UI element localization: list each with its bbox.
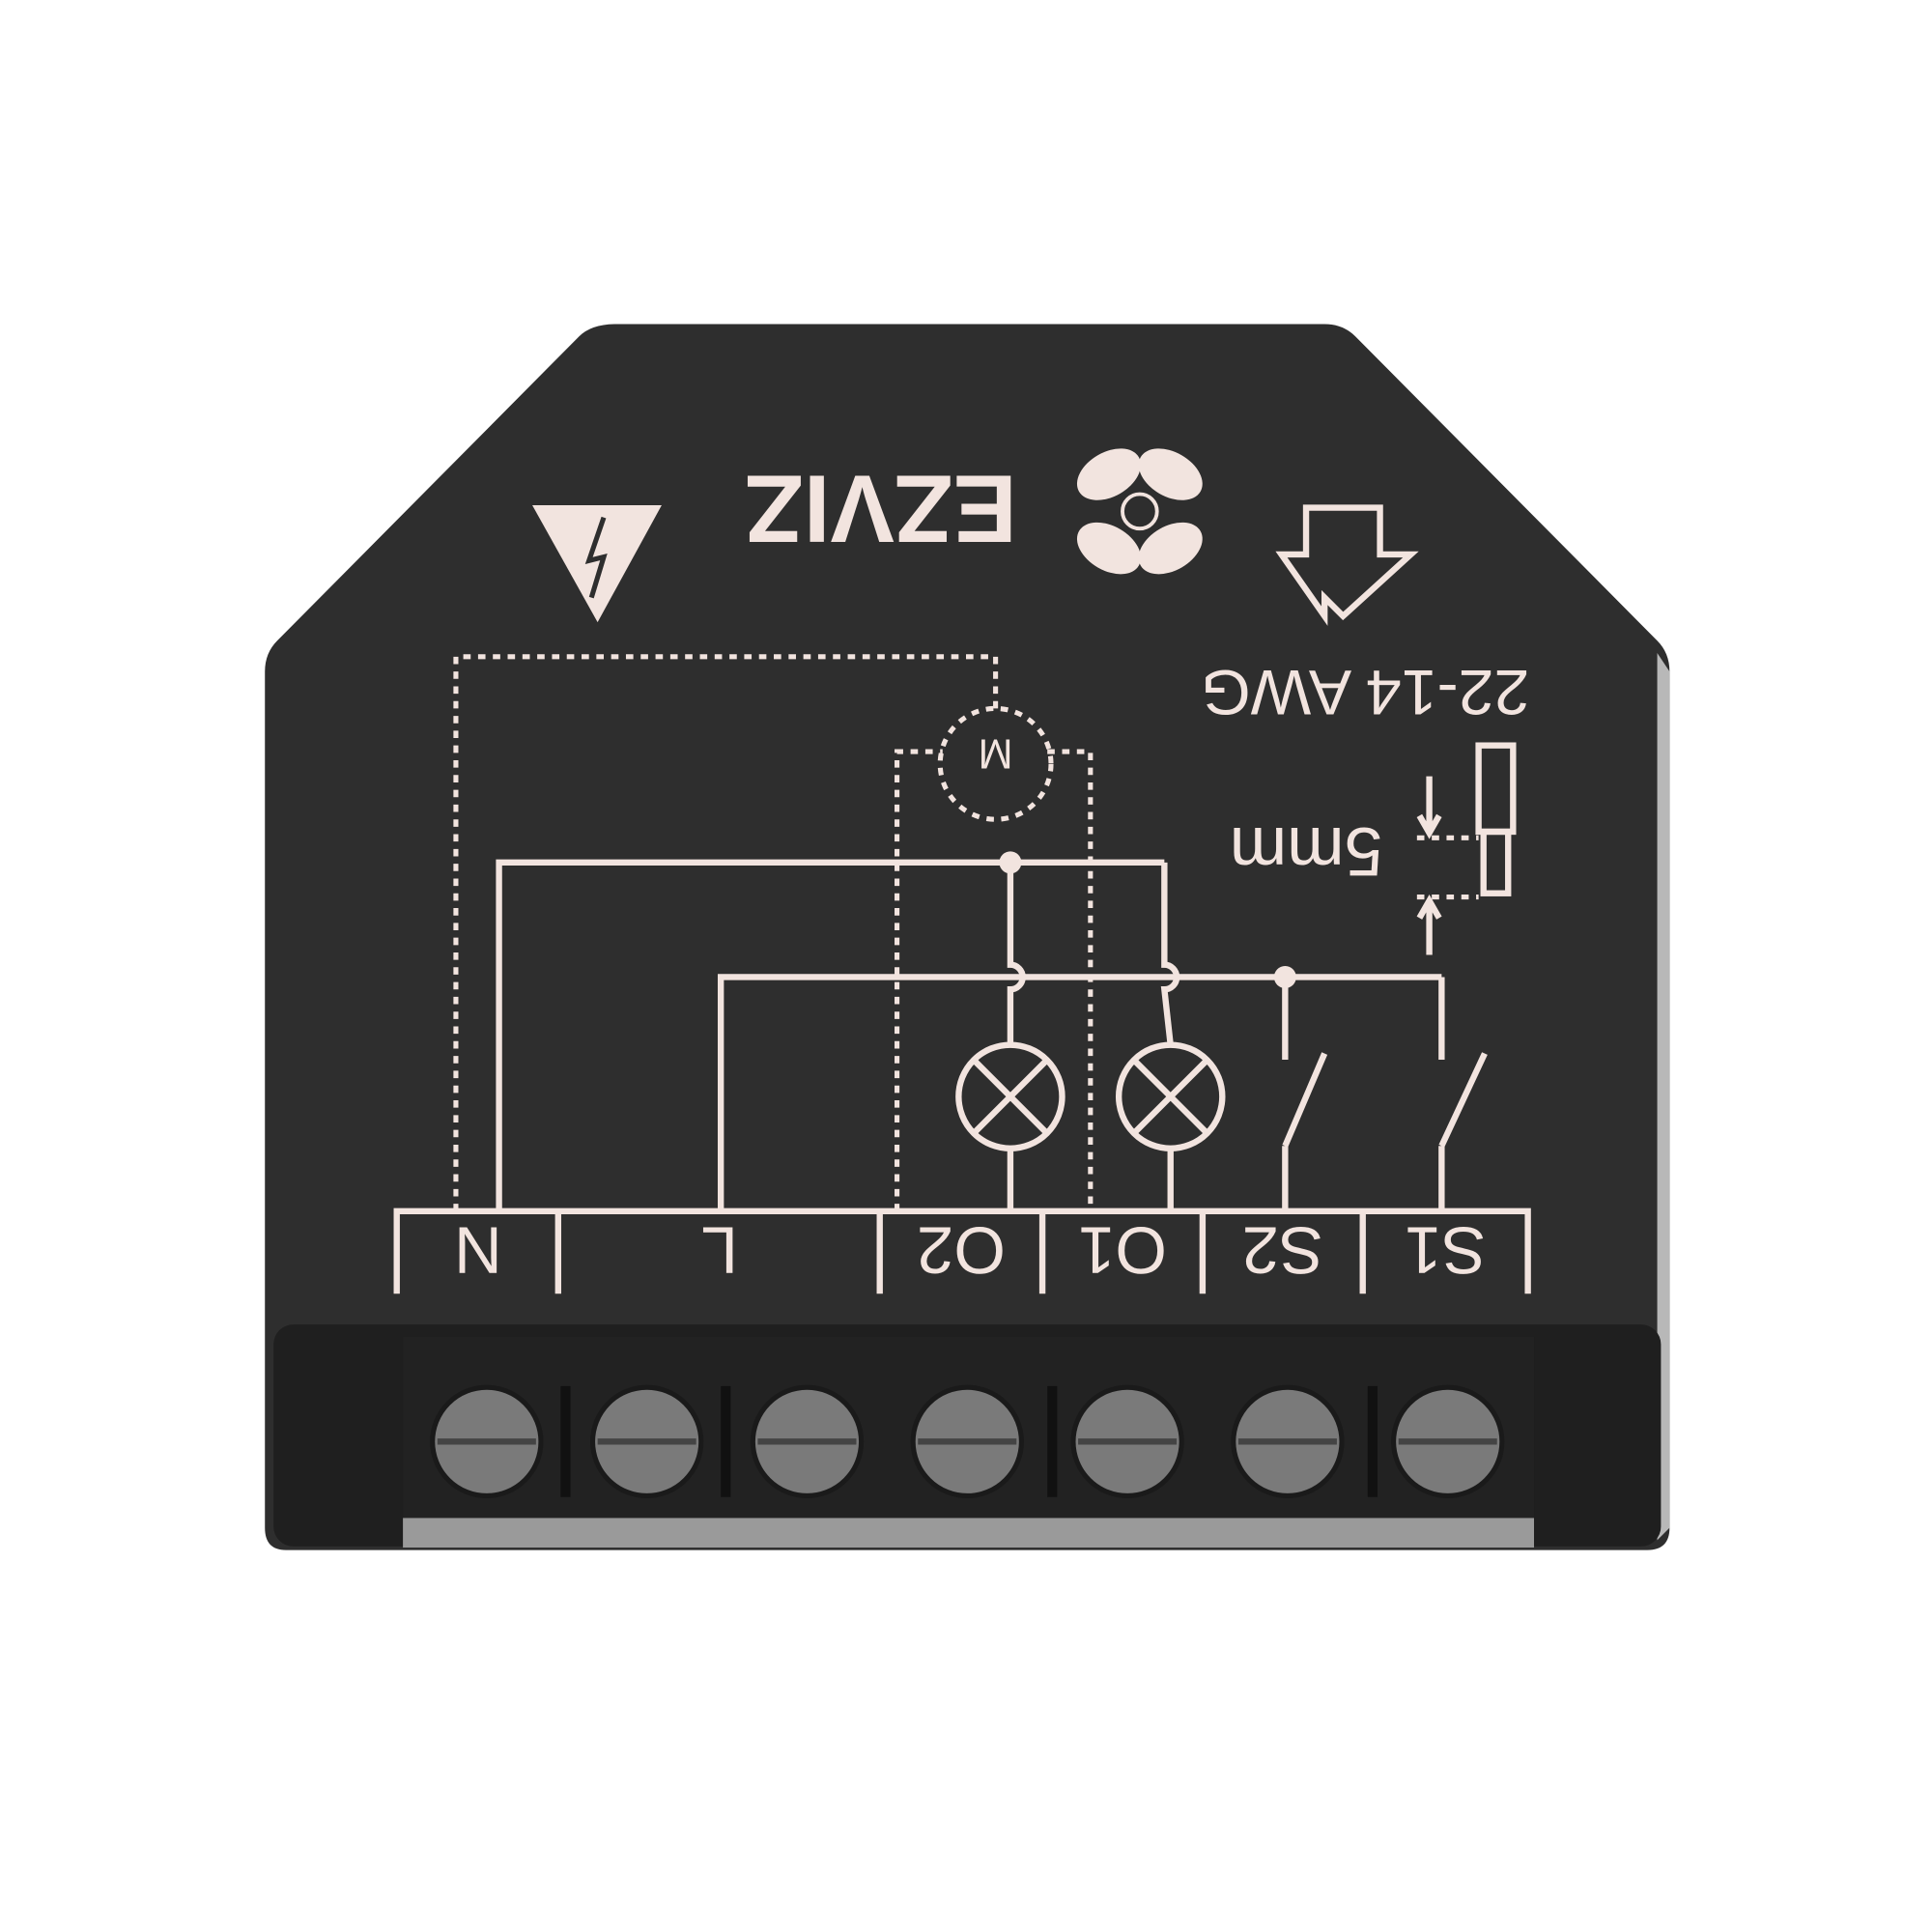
terminal-screw-s2[interactable] — [1070, 1384, 1184, 1499]
brand-logo: EZVIZ — [745, 454, 1017, 561]
module-body — [265, 324, 1670, 1550]
lightning-bolt-icon — [584, 516, 608, 599]
wire-gauge-label: 22-14 AWG — [1201, 656, 1529, 727]
terminal-block-base — [403, 1518, 1535, 1548]
terminal-label-frame — [393, 1208, 1531, 1294]
terminal-screw-s1[interactable] — [1391, 1384, 1505, 1499]
terminal-screw-s1[interactable] — [1231, 1384, 1345, 1499]
wire-strip-icon — [1416, 742, 1517, 955]
wiring-diagram — [453, 654, 1488, 1211]
terminal-screw-l[interactable] — [589, 1384, 704, 1499]
high-voltage-warning-icon — [532, 504, 662, 623]
terminal-divider — [560, 1385, 571, 1497]
terminal-screw-n[interactable] — [430, 1384, 544, 1499]
ezviz-fan-logo-icon — [1076, 448, 1203, 575]
terminal-label-n: N — [454, 1212, 502, 1287]
terminal-label-l: L — [701, 1212, 738, 1287]
terminal-label-s1: S1 — [1405, 1212, 1486, 1287]
strip-length-label: 5mm — [1230, 812, 1383, 890]
terminal-label-o2: O2 — [917, 1212, 1006, 1287]
terminal-label-o1: O1 — [1078, 1212, 1167, 1287]
terminal-divider — [721, 1385, 731, 1497]
motor-label: M — [979, 729, 1013, 776]
terminal-divider — [1047, 1385, 1058, 1497]
terminal-label-s2: S2 — [1242, 1212, 1323, 1287]
lamp-o1-icon — [1115, 1041, 1226, 1151]
lamp-o2-icon — [955, 1041, 1065, 1151]
body-edge-highlight — [1657, 653, 1670, 1541]
terminal-screw-o2[interactable] — [750, 1384, 865, 1499]
terminal-screw-o1[interactable] — [910, 1384, 1024, 1499]
terminal-divider — [1367, 1385, 1378, 1497]
insert-direction-arrow-icon — [1275, 504, 1419, 626]
